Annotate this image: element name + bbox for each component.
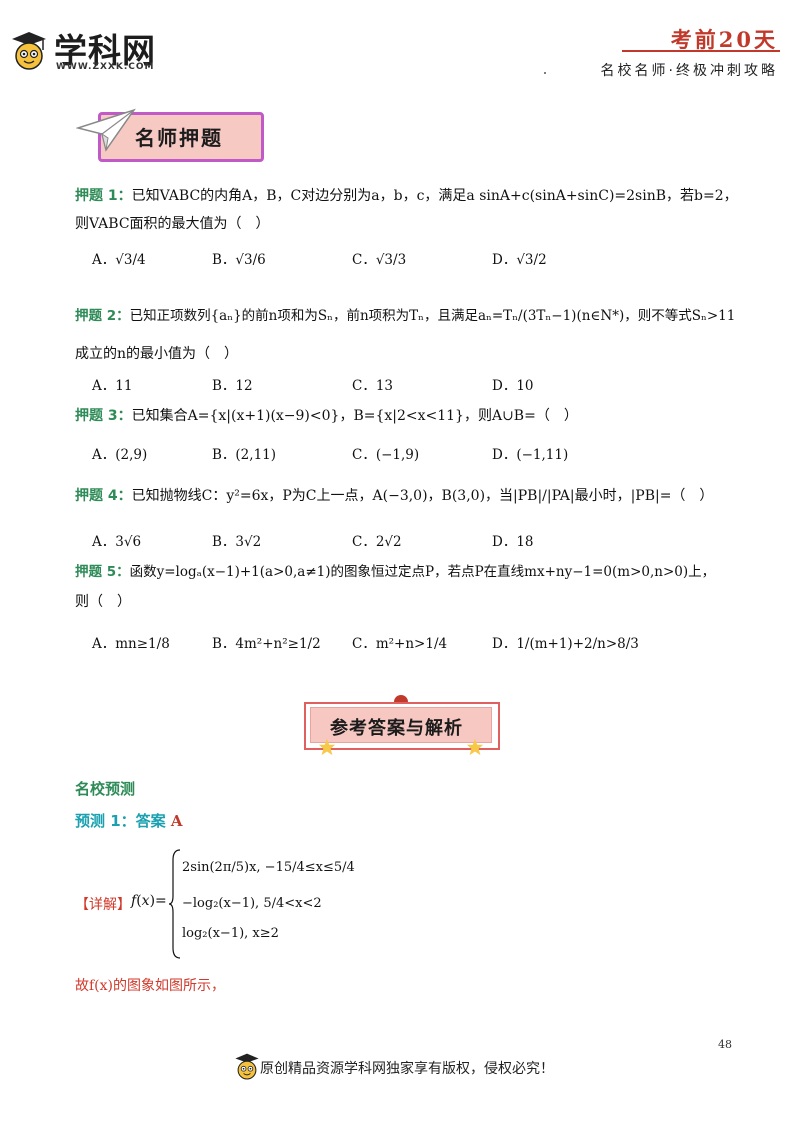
question-4: 押题 4：已知抛物线C：y²=6x，P为C上一点，A(−3,0)，B(3,0)，… [75, 486, 713, 506]
question-label: 押题 3： [75, 408, 132, 424]
option-d[interactable]: D．10 [492, 378, 534, 394]
brand-url: WWW.ZXXK.COM [56, 62, 155, 72]
paper-plane-icon [76, 108, 136, 152]
prediction-1-title: 预测 1：答案 A [75, 810, 183, 831]
question-2-line2: 成立的n的最小值为（ ） [75, 346, 239, 362]
option-d[interactable]: D．√3/2 [492, 252, 547, 268]
option-b[interactable]: B．√3/6 [212, 252, 266, 268]
question-text: 已知VABC的内角A，B，C对边分别为a，b，c，满足a sinA+c(sinA… [131, 188, 738, 204]
option-c[interactable]: C．m²+n>1/4 [352, 636, 448, 652]
header-title: 考前20天 [670, 27, 778, 52]
header-dot [544, 72, 546, 74]
star-icon [466, 738, 484, 756]
question-5-line2: 则（ ） [75, 594, 131, 610]
star-icon [318, 738, 336, 756]
question-3: 押题 3：已知集合A={x|(x+1)(x−9)<0}，B={x|2<x<11}… [75, 406, 578, 426]
question-2: 押题 2：已知正项数列{aₙ}的前n项和为Sₙ，前n项积为Tₙ，且满足aₙ=Tₙ… [75, 306, 735, 326]
answers-section-title: 名校预测 [75, 780, 136, 798]
logo-mascot-icon [235, 1053, 259, 1080]
detail-label: 【详解】 [75, 897, 131, 913]
option-c[interactable]: C．13 [352, 378, 394, 394]
piecewise-line-2: −log₂(x−1), 5/4<x<2 [182, 896, 322, 911]
banner-label: 名师押题 [135, 126, 223, 150]
question-text: 已知正项数列{aₙ}的前n项和为Sₙ，前n项积为Tₙ，且满足aₙ=Tₙ/(3Tₙ… [129, 308, 736, 324]
question-text: 已知抛物线C：y²=6x，P为C上一点，A(−3,0)，B(3,0)，当|PB|… [131, 488, 714, 504]
option-a[interactable]: A．3√6 [92, 534, 142, 550]
logo-mascot-icon [12, 32, 46, 70]
header-rule [622, 50, 780, 52]
option-c[interactable]: C．(−1,9) [352, 447, 420, 463]
prediction-label: 预测 1：答案 [75, 812, 171, 830]
option-b[interactable]: B．4m²+n²≥1/2 [212, 636, 321, 652]
copyright-footer: 原创精品资源学科网独家享有版权，侵权必究！ [260, 1061, 554, 1077]
option-b[interactable]: B．12 [212, 378, 253, 394]
question-1-line2: 则VABC面积的最大值为（ ） [75, 216, 270, 232]
option-b[interactable]: B．(2,11) [212, 447, 277, 463]
piecewise-line-1: 2sin(2π/5)x, −15/4≤x≤5/4 [182, 860, 355, 875]
option-a[interactable]: A．√3/4 [92, 252, 146, 268]
question-text: 函数y=logₐ(x−1)+1(a>0,a≠1)的图象恒过定点P，若点P在直线m… [129, 564, 716, 580]
option-a[interactable]: A．mn≥1/8 [92, 636, 170, 652]
option-b[interactable]: B．3√2 [212, 534, 262, 550]
option-d[interactable]: D．(−1,11) [492, 447, 569, 463]
question-label: 押题 2： [75, 308, 130, 324]
header-subtitle: 名校名师·终极冲刺攻略 [600, 63, 778, 79]
option-c[interactable]: C．2√2 [352, 534, 402, 550]
piecewise-line-3: log₂(x−1), x≥2 [182, 926, 279, 941]
answer-banner-inner [310, 707, 492, 743]
answer-banner-label: 参考答案与解析 [330, 718, 463, 739]
prediction-answer: A [170, 812, 183, 830]
option-d[interactable]: D．18 [492, 534, 534, 550]
option-a[interactable]: A．(2,9) [92, 447, 148, 463]
option-a[interactable]: A．11 [92, 378, 133, 394]
function-name: f(x)= [131, 893, 167, 909]
question-label: 押题 5： [75, 564, 130, 580]
option-d[interactable]: D．1/(m+1)+2/n>8/3 [492, 636, 639, 652]
question-text: 已知集合A={x|(x+1)(x−9)<0}，B={x|2<x<11}，则A∪B… [131, 408, 578, 424]
question-label: 押题 1： [75, 188, 132, 204]
option-c[interactable]: C．√3/3 [352, 252, 407, 268]
question-5: 押题 5：函数y=logₐ(x−1)+1(a>0,a≠1)的图象恒过定点P，若点… [75, 562, 715, 582]
conclusion-text: 故f(x)的图象如图所示， [75, 978, 226, 994]
page-number: 48 [718, 1038, 732, 1051]
section-banner [98, 112, 264, 162]
question-label: 押题 4： [75, 488, 132, 504]
question-1: 押题 1：已知VABC的内角A，B，C对边分别为a，b，c，满足a sinA+c… [75, 186, 738, 206]
brace-icon [168, 849, 181, 959]
brand-name: 学科网 [54, 31, 156, 70]
